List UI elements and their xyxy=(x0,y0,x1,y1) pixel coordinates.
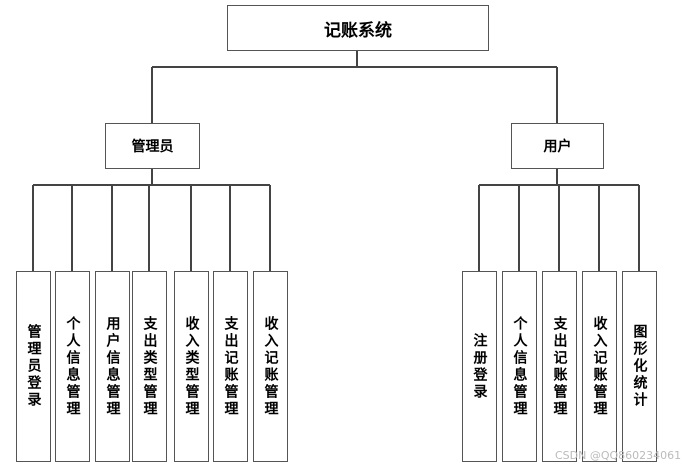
admin-leaf-expense-types: 支出类型管理 xyxy=(132,271,167,462)
user-leaf-profile: 个人信息管理 xyxy=(502,271,537,462)
user-connectors xyxy=(478,168,640,271)
user-leaf-statistics: 图形化统计 xyxy=(622,271,657,462)
admin-leaf-profile: 个人信息管理 xyxy=(55,271,90,462)
admin-connectors xyxy=(32,168,271,271)
user-node: 用户 xyxy=(511,123,604,169)
admin-leaf-income-records: 收入记账管理 xyxy=(253,271,288,462)
admin-leaf-login: 管理员登录 xyxy=(16,271,51,462)
admin-leaf-expense-records: 支出记账管理 xyxy=(213,271,248,462)
user-leaf-register: 注册登录 xyxy=(462,271,497,462)
root-node: 记账系统 xyxy=(227,5,489,51)
admin-leaf-income-types: 收入类型管理 xyxy=(174,271,209,462)
root-connectors xyxy=(151,50,558,123)
watermark: CSDN @QQ860234061 xyxy=(555,449,682,462)
admin-leaf-users: 用户信息管理 xyxy=(95,271,130,462)
user-leaf-expense-records: 支出记账管理 xyxy=(542,271,577,462)
admin-node: 管理员 xyxy=(105,123,200,169)
user-leaf-income-records: 收入记账管理 xyxy=(582,271,617,462)
